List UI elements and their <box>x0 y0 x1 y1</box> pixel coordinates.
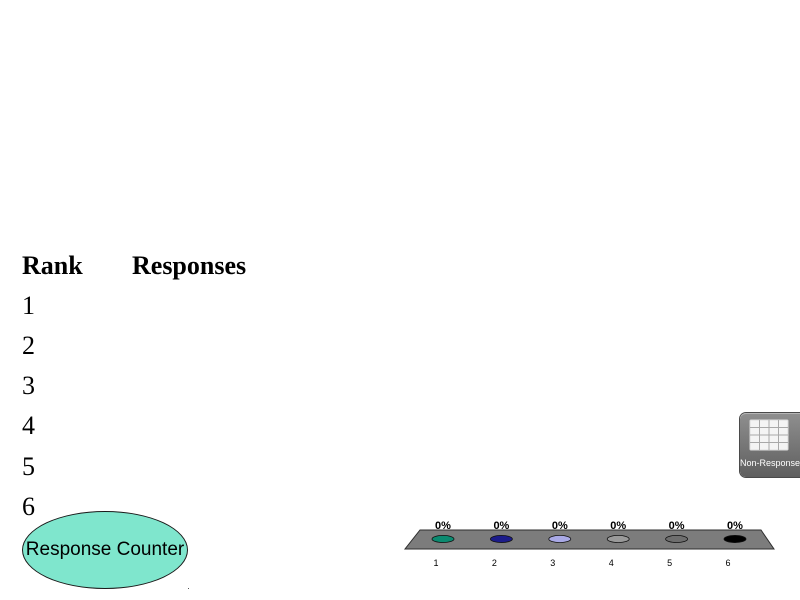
response-counter-label: Response Counter <box>25 539 185 560</box>
rank-row-5: 5 <box>22 452 35 481</box>
rank-row-6: 6 <box>22 492 35 521</box>
non-response-label: Non-Response <box>740 458 800 468</box>
bar-value-label-1: 0% <box>435 520 451 532</box>
bar-2 <box>490 534 513 543</box>
category-label-5: 5 <box>667 558 672 568</box>
rank-column-header: Rank <box>22 251 83 280</box>
grid-table-icon <box>749 419 789 451</box>
rank-row-1: 1 <box>22 291 35 320</box>
bar-value-label-6: 0% <box>727 520 743 532</box>
bar-value-label-4: 0% <box>610 520 626 532</box>
response-counter-oval[interactable]: Response Counter <box>22 511 188 589</box>
category-label-2: 2 <box>492 558 497 568</box>
category-label-1: 1 <box>433 558 438 568</box>
bar-value-label-5: 0% <box>669 520 685 532</box>
chart-floor <box>403 529 775 550</box>
rank-table-header: Rank Responses <box>22 248 246 284</box>
bar-1 <box>431 534 455 543</box>
rank-row-3: 3 <box>22 371 35 400</box>
bar-6 <box>723 534 747 543</box>
category-label-4: 4 <box>609 558 614 568</box>
category-label-6: 6 <box>725 558 730 568</box>
response-bar-chart: 0% 1 0% 2 0% 3 0% 4 0% 5 0% 6 <box>403 520 775 568</box>
bar-3 <box>548 534 572 543</box>
non-response-button[interactable]: Non-Response <box>740 413 800 477</box>
response-counter-dot <box>188 588 189 589</box>
bar-value-label-2: 0% <box>493 520 509 532</box>
bar-value-label-3: 0% <box>552 520 568 532</box>
category-label-3: 3 <box>550 558 555 568</box>
responses-column-header: Responses <box>132 251 247 280</box>
bar-4 <box>606 534 630 543</box>
chart-marks: 0% 1 0% 2 0% 3 0% 4 0% 5 0% 6 <box>431 520 747 568</box>
rank-row-4: 4 <box>22 411 35 440</box>
rank-row-2: 2 <box>22 331 35 360</box>
bar-5 <box>665 534 689 543</box>
